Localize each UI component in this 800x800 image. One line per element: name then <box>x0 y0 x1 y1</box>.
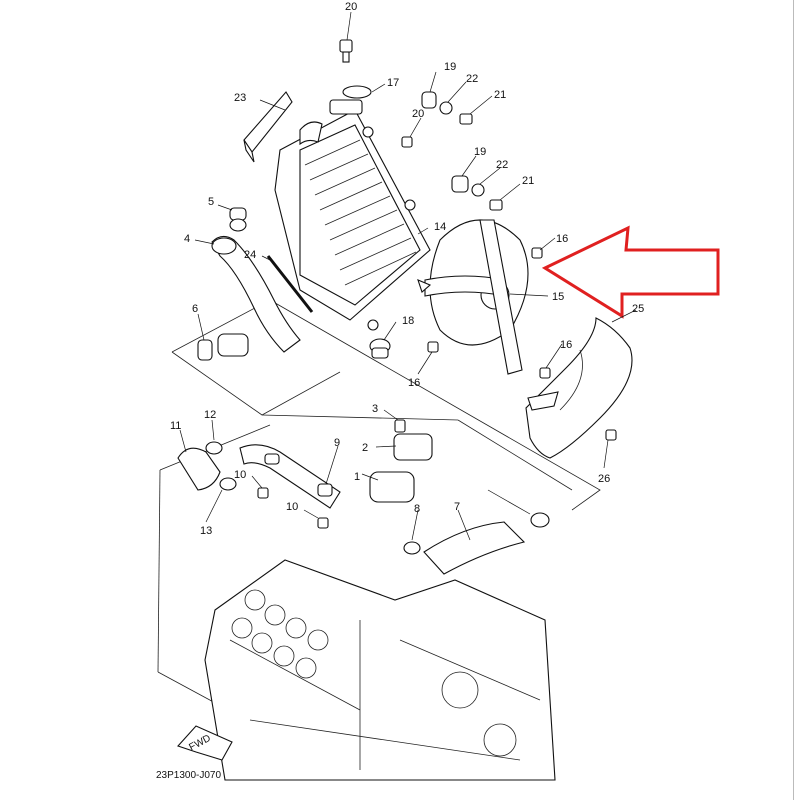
grommet-part-18 <box>369 338 391 359</box>
part-label: 15 <box>552 291 564 303</box>
engine-block <box>204 559 556 781</box>
hose-11-part <box>177 441 223 491</box>
part-label: 6 <box>192 303 198 315</box>
radiator-core <box>274 85 431 331</box>
part-label: 22 <box>466 73 478 85</box>
part-label: 2 <box>362 442 368 454</box>
part-labels: 20 17 23 19 22 21 20 19 22 21 5 14 16 4 … <box>170 1 644 537</box>
part-label: 13 <box>200 525 212 537</box>
red-callout-arrow <box>541 225 720 319</box>
part-label: 20 <box>345 1 357 13</box>
assembly-frame <box>157 299 601 713</box>
part-label: 5 <box>208 196 214 208</box>
part-label: 19 <box>474 146 486 158</box>
part-label: 19 <box>444 61 456 73</box>
hose-clamp-part <box>229 207 247 232</box>
part-label: 1 <box>354 471 360 483</box>
part-label: 11 <box>170 420 181 432</box>
cooling-fan <box>417 219 529 375</box>
part-label: 8 <box>414 503 420 515</box>
part-label: 14 <box>434 221 446 233</box>
part-label: 3 <box>372 403 378 415</box>
part-label: 18 <box>402 315 414 327</box>
part-label: 22 <box>496 159 508 171</box>
part-label: 16 <box>560 339 572 351</box>
part-label: 21 <box>522 175 534 187</box>
part-label: 23 <box>234 92 246 104</box>
part-label: 16 <box>556 233 568 245</box>
part-label: 26 <box>598 473 610 485</box>
radiator-hose-part <box>211 235 301 353</box>
hose-9-part <box>239 444 341 509</box>
part-label: 10 <box>286 501 298 513</box>
bolt-26 <box>605 429 617 441</box>
leader-lines <box>179 11 637 541</box>
bolt-part <box>339 39 353 63</box>
foam-strip-part <box>243 91 293 163</box>
part-label: 4 <box>184 233 190 245</box>
part-label: 17 <box>387 77 399 89</box>
part-label: 12 <box>204 409 216 421</box>
part-label: 21 <box>494 89 506 101</box>
clamp-set-lower <box>219 477 329 529</box>
thermostat-part <box>369 419 433 503</box>
part-label: 20 <box>412 108 424 120</box>
drawing-code: 23P1300-J070 <box>156 770 221 781</box>
part-label: 10 <box>234 469 246 481</box>
part-label: 24 <box>244 249 256 261</box>
part-label: 25 <box>632 303 644 315</box>
part-label: 9 <box>334 437 340 449</box>
damper-set-lower <box>451 175 503 211</box>
shroud-part <box>525 317 633 459</box>
hose-7-part <box>403 512 550 575</box>
rod-part <box>266 255 314 313</box>
page-edge-line <box>793 0 794 800</box>
drain-fitting-part <box>197 333 249 361</box>
part-label: 16 <box>408 377 420 389</box>
part-label: 7 <box>454 501 460 513</box>
forward-marker <box>177 725 233 761</box>
bolt-16-set <box>427 247 551 379</box>
damper-set-upper <box>401 91 473 148</box>
